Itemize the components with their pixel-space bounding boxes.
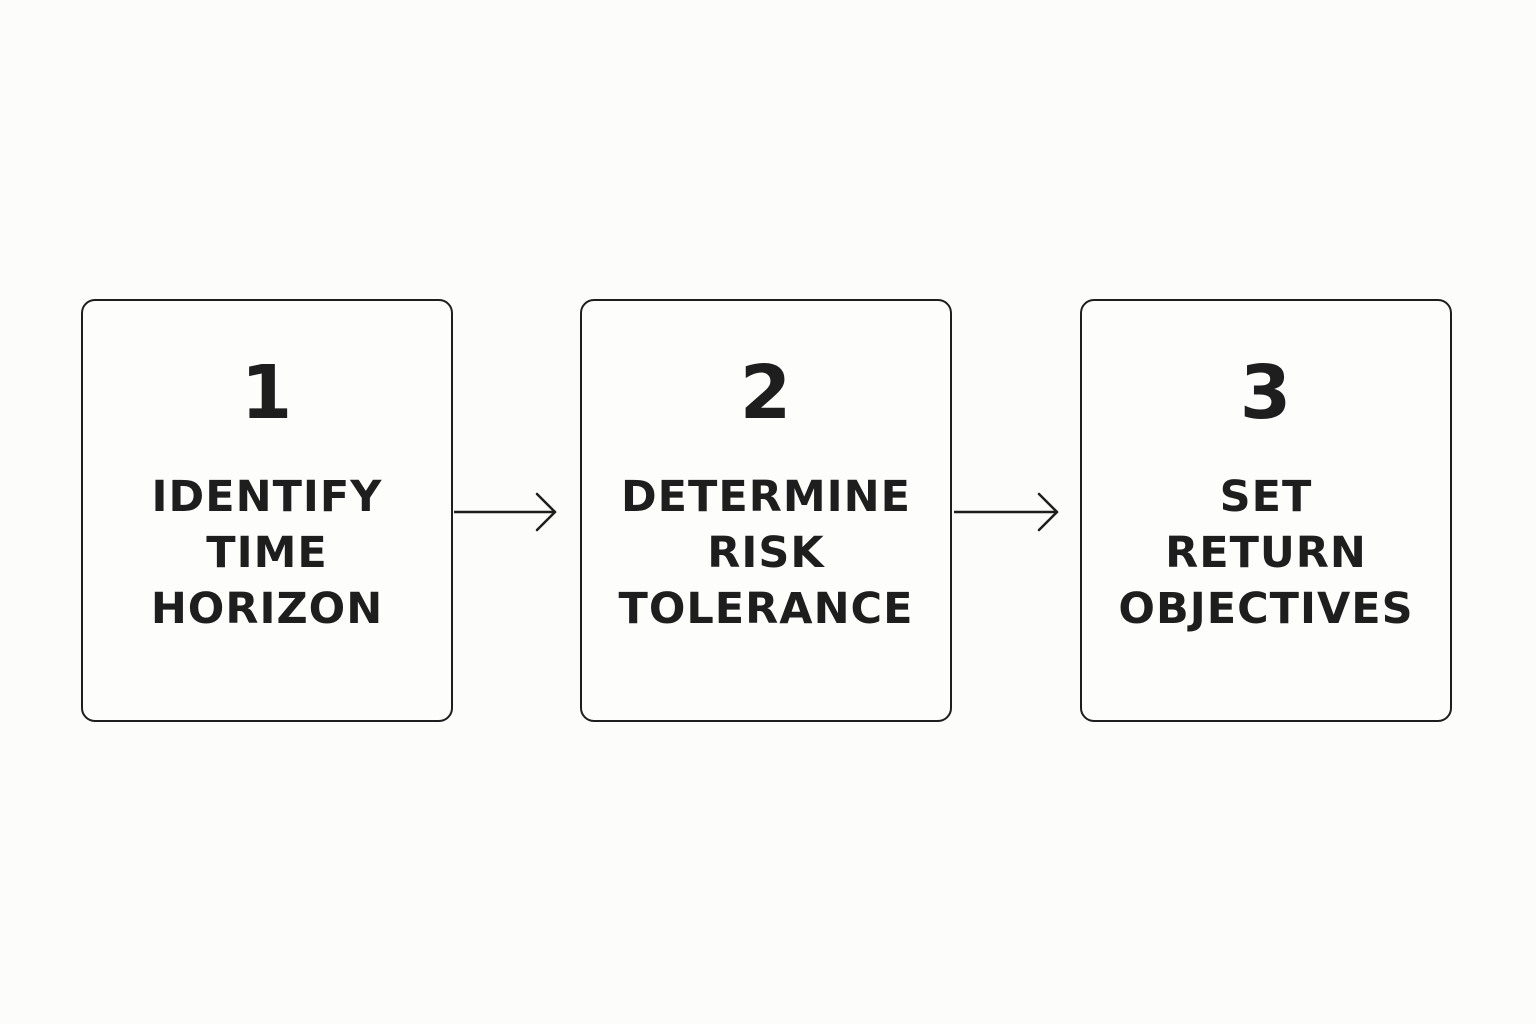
step-label-line: TIME (206, 528, 328, 578)
step-label-line: OBJECTIVES (1118, 584, 1414, 634)
step-label-line: DETERMINE (620, 472, 912, 522)
step-label: DETERMINE RISK TOLERANCE (582, 469, 950, 637)
step-number: 1 (240, 350, 294, 436)
step-label-line: TOLERANCE (618, 584, 914, 634)
step-label-line: HORIZON (150, 584, 384, 634)
step-number: 2 (739, 350, 793, 436)
step-label-line: RETURN (1165, 528, 1367, 578)
step-label-line: RISK (707, 528, 825, 578)
step-label: SET RETURN OBJECTIVES (1082, 469, 1450, 637)
step-box-2: 2 DETERMINE RISK TOLERANCE (580, 299, 952, 722)
arrow-right-icon (954, 492, 1059, 532)
arrow-right-icon (454, 492, 557, 532)
step-box-3: 3 SET RETURN OBJECTIVES (1080, 299, 1452, 722)
step-box-1: 1 IDENTIFY TIME HORIZON (81, 299, 453, 722)
step-label-line: SET (1219, 472, 1313, 522)
step-label: IDENTIFY TIME HORIZON (83, 469, 451, 637)
step-number: 3 (1239, 350, 1293, 436)
step-label-line: IDENTIFY (151, 472, 383, 522)
